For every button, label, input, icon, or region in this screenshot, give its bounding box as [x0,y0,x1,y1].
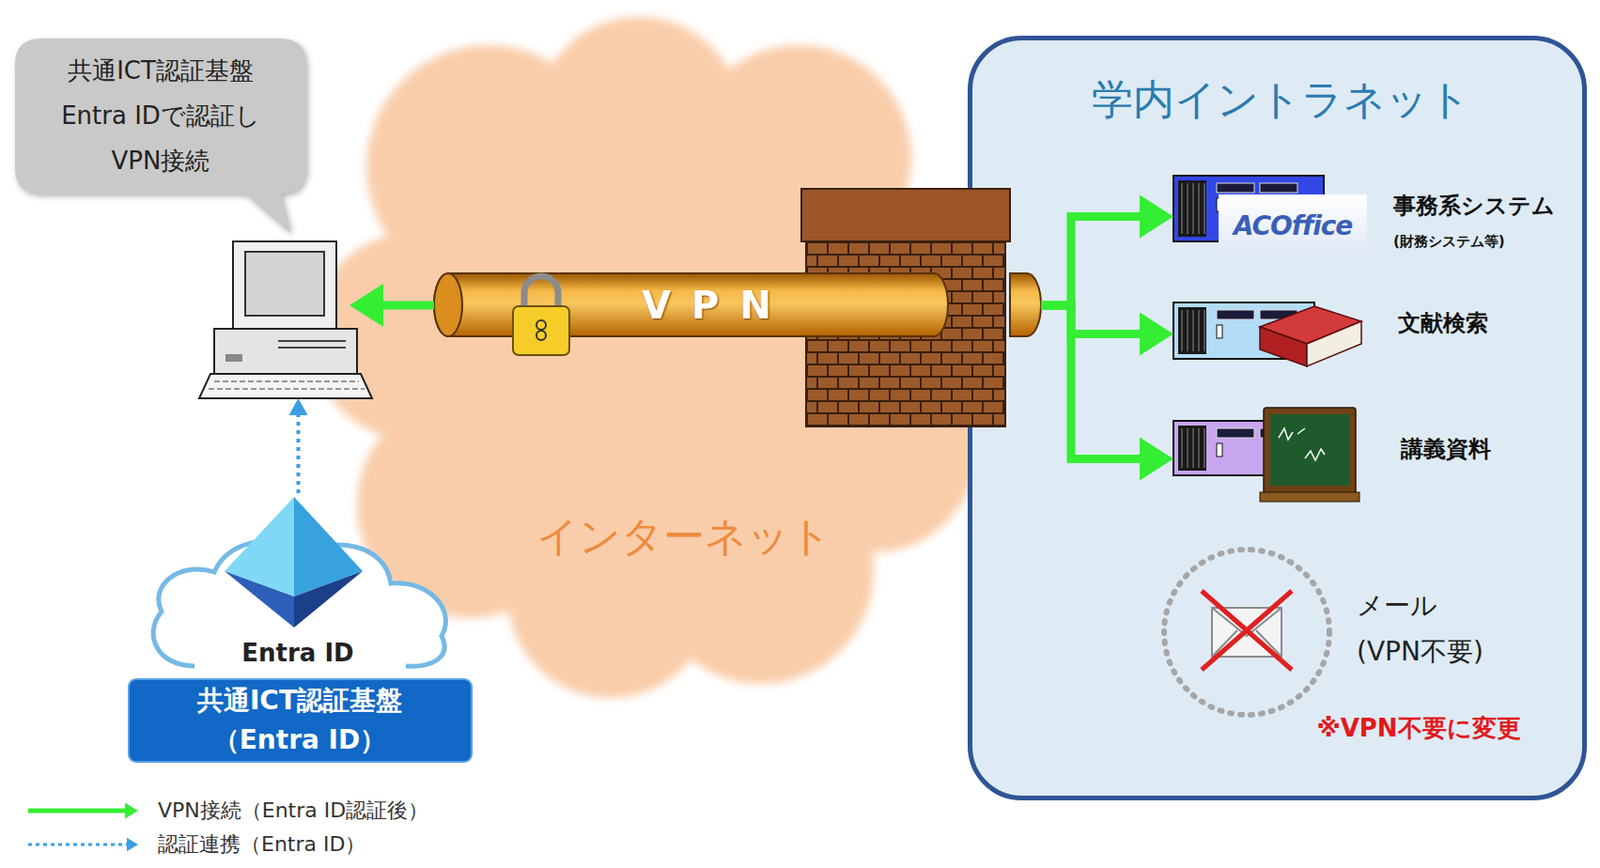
drive-slot [278,341,346,348]
screen [245,251,325,316]
computer-icon [199,241,350,399]
server-grill [1178,180,1207,237]
legend-text: 認証連携（Entra ID） [157,831,366,858]
indicator [1216,325,1223,339]
power-button [225,354,243,362]
entra-icon-face [294,571,363,628]
legend-sample [0,825,151,864]
node-text: (VPN不要) [1356,635,1484,668]
connector [296,415,301,494]
node-text: インターネット [536,510,832,562]
book-pages [1306,321,1362,367]
platform-band [128,679,472,762]
entra-cloud: Entra ID [142,493,454,668]
node-text: 共通ICT認証基盤 Entra IDで認証し VPN接続 [43,47,279,184]
entra-icon-face [294,497,363,597]
note-text: ※VPN不要に変更 [1316,714,1521,744]
server-icon-shape [1173,407,1358,511]
server-grill [1178,307,1207,355]
tunnel-opening [434,273,463,337]
tunnel-exit [1009,273,1041,337]
drive-bay [1216,183,1255,193]
dashed-ring [1164,549,1330,715]
mail-icon-shape [1160,545,1334,719]
tunnel-body [434,273,948,337]
legend-line [28,843,127,847]
keyboard-keys [208,381,365,389]
board-tray [1259,492,1360,502]
legend-text: VPN接続（Entra ID認証後） [157,797,429,824]
cloud-puff [403,110,893,600]
padlock-keyhole [536,330,546,341]
server-icon: 講義資料 [1173,407,1358,511]
server-grill [1178,425,1207,471]
intranet-zone: 学内イントラネット事務系システム(財務システム等)文献検索講義資料メール(VPN… [967,35,1587,801]
intranet-border [970,38,1585,799]
node-text: 共通ICT認証基盤 （Entra ID） [158,681,441,761]
drive-bay [1216,310,1255,320]
node-text: Entra ID [241,637,354,669]
node-text: 講義資料 [1400,434,1492,464]
padlock-keyhole [536,320,546,330]
legend-sample [0,792,151,830]
mail-icon: メール(VPN不要) [1160,545,1334,719]
monitor [233,241,337,329]
legend-line [28,808,125,814]
legend-arrow-head [126,838,139,852]
board-frame [1263,407,1356,498]
node-text: 学内イントラネット [1091,73,1471,125]
bubble-body [15,38,307,234]
node-text: メール [1356,589,1438,622]
legend-item: VPN接続（Entra ID認証後） [0,792,489,830]
node-text: 文献検索 [1398,309,1489,338]
book-spine [1259,326,1307,367]
legend-arrow-head [124,803,139,820]
grill-lines [1181,428,1205,468]
node-text: VPN [621,281,793,329]
board-surface [1270,414,1350,486]
padlock-body [512,306,570,356]
keyboard [199,373,373,399]
padlock-shackle [524,276,559,311]
server-icon: 文献検索 [1173,300,1363,368]
logo-plate [1218,194,1367,258]
node-text: (財務システム等) [1393,233,1506,251]
entra-icon-face [224,571,295,628]
grill-lines [1181,310,1205,352]
auth-platform-box: 共通ICT認証基盤 （Entra ID） [127,678,473,763]
grill-lines [1181,183,1205,234]
node-text: 事務系システム [1393,191,1555,220]
indicator [1216,443,1223,457]
drive-bay [1259,183,1298,193]
vpn-tunnel: VPN [434,270,1041,341]
cross-mark [1201,590,1292,670]
chalk-marks [1278,428,1325,461]
pc-case [214,328,358,374]
logo-text: ACOffice [1233,210,1353,243]
speech-bubble: 共通ICT認証基盤 Entra IDで認証し VPN接続 [15,38,307,194]
server-icon-shape [1173,300,1363,368]
legend-item: 認証連携（Entra ID） [0,825,489,864]
entra-icon-face [224,497,295,597]
computer-icon-shape [199,241,350,399]
drive-bay [1216,428,1255,438]
